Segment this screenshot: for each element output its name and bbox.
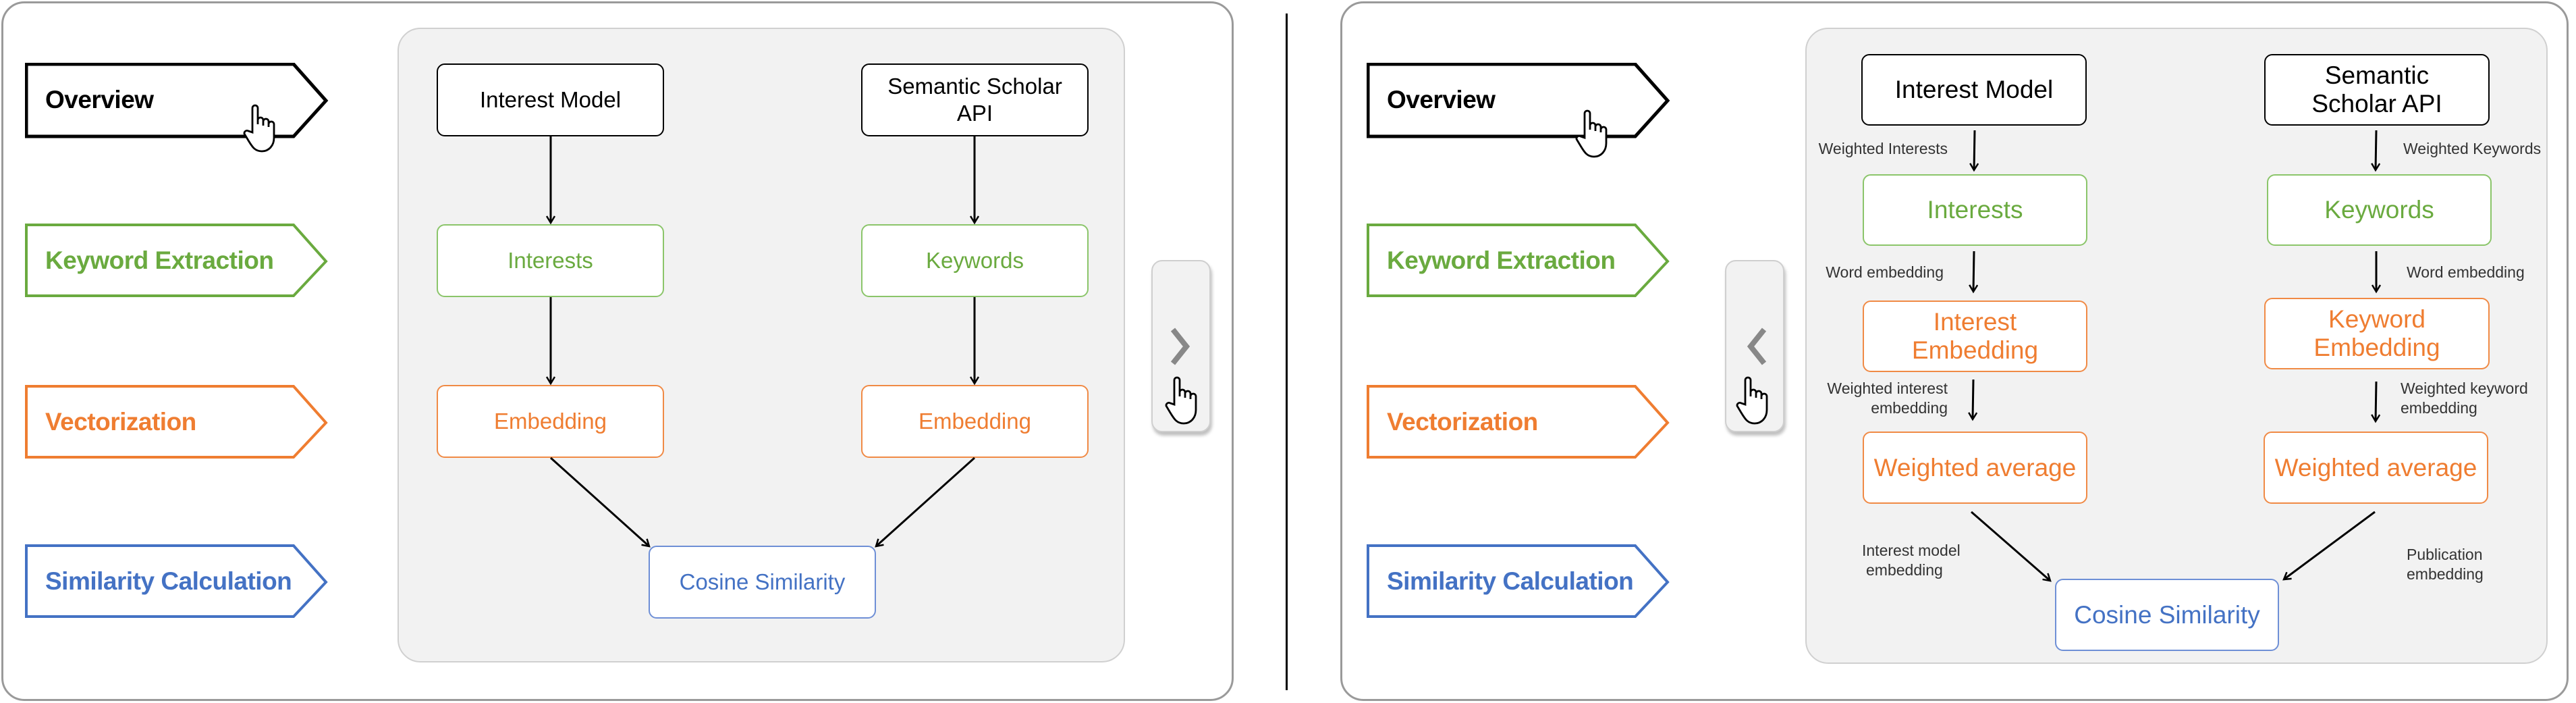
nav-keyword-extraction[interactable]: Keyword Extraction	[1367, 224, 1670, 298]
interest-embedding-box: Interest Embedding	[1863, 301, 2087, 372]
arrow	[1971, 511, 2050, 581]
nav-overview[interactable]: Overview	[25, 63, 329, 138]
nav-similarity-calculation[interactable]: Similarity Calculation	[1367, 544, 1670, 619]
hand-cursor-icon	[243, 104, 275, 153]
nav-label: Overview	[45, 86, 154, 113]
nav-vectorization[interactable]: Vectorization	[25, 385, 328, 459]
interests-box: Interests	[437, 224, 664, 297]
edge-label-line: Weighted keyword	[2401, 380, 2528, 397]
chevron-shape	[1367, 385, 1670, 459]
weighted-average-box-right: Weighted average	[2264, 432, 2488, 504]
nav-vectorization[interactable]: Vectorization	[1367, 385, 1670, 459]
nav-keyword-extraction[interactable]: Keyword Extraction	[25, 224, 328, 298]
chevron-right-icon	[1170, 328, 1190, 365]
edge-label: Word embedding	[1826, 263, 1944, 281]
edge-label: Interest model embedding	[1862, 541, 1961, 580]
nav-label: Keyword Extraction	[45, 246, 274, 274]
nav-label: Keyword Extraction	[1387, 246, 1616, 274]
edge-label: Weighted Keywords	[2403, 140, 2542, 157]
edge-label-line: Interest model	[1862, 542, 1961, 559]
hand-cursor-icon	[1165, 376, 1197, 425]
arrow	[1973, 251, 1974, 292]
hand-cursor-icon	[1575, 109, 1608, 158]
chevron-shape	[25, 224, 328, 297]
edge-label: Weighted keyword embedding	[2401, 379, 2528, 418]
interest-model-box: Interest Model	[1861, 54, 2087, 126]
arrow	[2284, 511, 2376, 579]
chevron-left-icon	[1747, 328, 1767, 365]
semantic-scholar-box: Semantic Scholar API	[861, 63, 1089, 136]
interest-model-box: Interest Model	[437, 63, 664, 136]
arrow	[876, 457, 976, 546]
edge-label: Weighted interest embedding	[1827, 379, 1948, 418]
panel-divider	[1286, 14, 1288, 690]
cosine-similarity-box: Cosine Similarity	[2055, 579, 2279, 651]
edge-label-line: Weighted interest	[1827, 380, 1948, 397]
nav-label: Similarity Calculation	[1387, 567, 1634, 595]
edge-label: Publication embedding	[2407, 545, 2484, 584]
edge-label: Weighted Interests	[1818, 140, 1948, 157]
chevron-shape	[1367, 63, 1670, 138]
edge-label-line: embedding	[1871, 399, 1948, 417]
embedding-box-right: Embedding	[861, 385, 1089, 458]
weighted-average-box-left: Weighted average	[1863, 432, 2087, 504]
cosine-similarity-box: Cosine Similarity	[649, 546, 876, 619]
edge-label-line: embedding	[1866, 561, 1943, 579]
keywords-box: Keywords	[2267, 174, 2492, 246]
chevron-shape	[1367, 544, 1670, 618]
semantic-scholar-box: Semantic Scholar API	[2264, 54, 2490, 126]
edge-label-line: embedding	[2407, 565, 2484, 583]
hand-cursor-icon	[1736, 376, 1768, 425]
arrow	[1974, 130, 1975, 170]
keyword-embedding-box: Keyword Embedding	[2264, 298, 2490, 369]
edge-label-line: embedding	[2401, 399, 2477, 417]
chevron-shape	[25, 385, 328, 459]
nav-similarity-calculation[interactable]: Similarity Calculation	[25, 544, 328, 619]
nav-label: Vectorization	[1387, 408, 1538, 436]
keywords-box: Keywords	[861, 224, 1089, 297]
edge-label-line: Publication	[2407, 546, 2483, 563]
nav-label: Similarity Calculation	[45, 567, 292, 595]
chevron-shape	[25, 63, 329, 138]
chevron-shape	[25, 544, 328, 618]
nav-label: Overview	[1387, 86, 1496, 113]
interests-box: Interests	[1863, 174, 2087, 246]
nav-label: Vectorization	[45, 408, 196, 436]
embedding-box-left: Embedding	[437, 385, 664, 458]
chevron-shape	[1367, 224, 1670, 297]
edge-label: Word embedding	[2407, 263, 2525, 281]
arrow	[549, 457, 649, 546]
nav-overview[interactable]: Overview	[1367, 63, 1670, 138]
